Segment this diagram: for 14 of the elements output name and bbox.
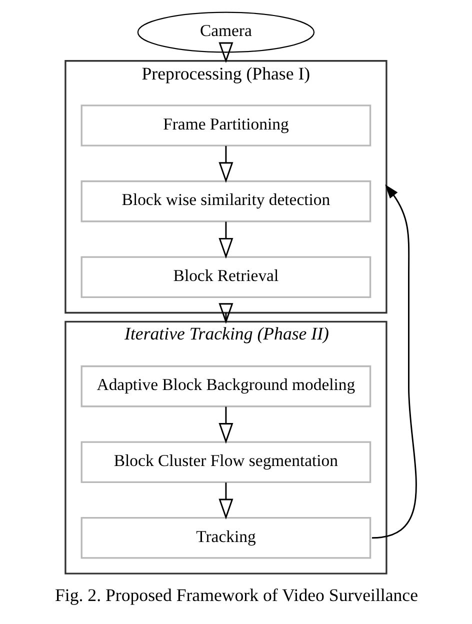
arrow [371, 184, 416, 539]
arrow [218, 146, 233, 183]
node-box: Block Retrieval [80, 256, 371, 298]
arrow [218, 303, 233, 324]
arrow [218, 222, 233, 259]
caption: Fig. 2. Proposed Framework of Video Surveillance [54, 585, 418, 606]
node-box: Block Cluster Flow segmentation [80, 441, 371, 484]
arrow [218, 406, 233, 444]
arrow [218, 42, 233, 64]
node-box: Frame Partitioning [80, 104, 371, 146]
node-box: Adaptive Block Background modeling [80, 365, 371, 408]
node-box: Block wise similarity detection [80, 180, 371, 222]
node-box: Tracking [80, 517, 371, 559]
arrow [218, 482, 233, 520]
